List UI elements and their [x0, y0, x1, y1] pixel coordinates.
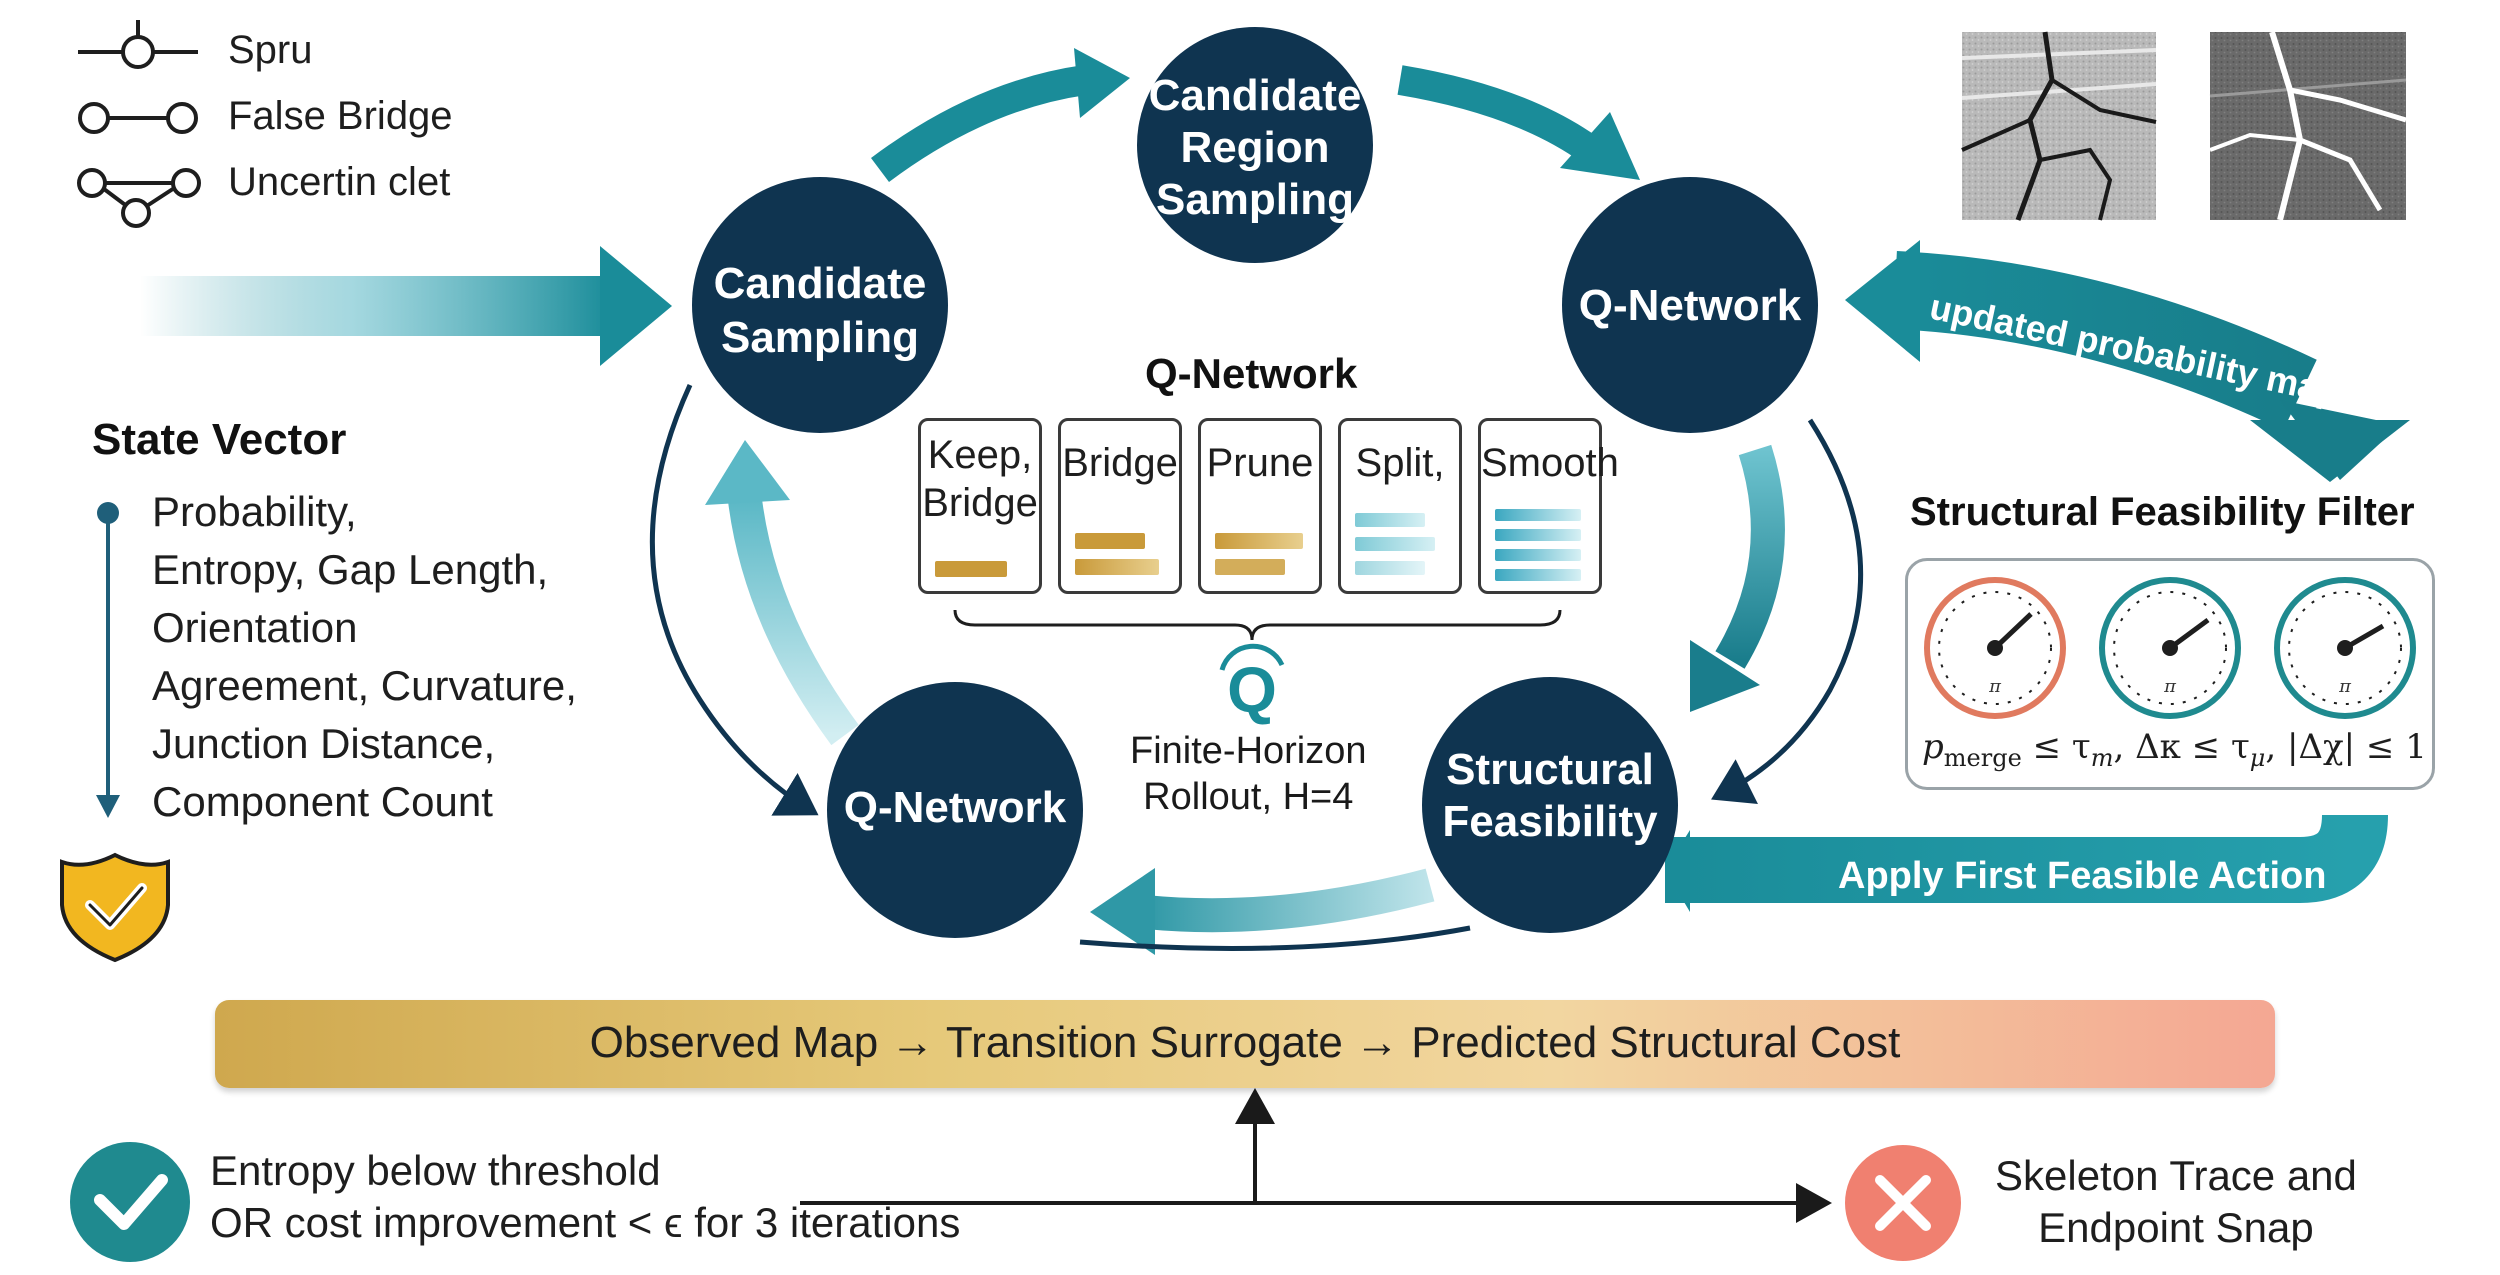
cross-circle-icon [1845, 1145, 1961, 1261]
action-card-label: Keep, Bridge [922, 433, 1038, 525]
road-photo-segmented [2209, 31, 2407, 221]
surrogate-banner-text: Observed Map → Transition Surrogate → Pr… [589, 1018, 1901, 1067]
check-circle-icon [70, 1142, 190, 1262]
state-vector-item: Junction Distance, [152, 720, 496, 767]
legend-label-uncertain-cluster: Uncertin clet [228, 160, 451, 204]
feedback-arrow [1845, 240, 2410, 482]
state-vector-item: Agreement, Curvature, [152, 662, 577, 709]
q-value-bar [1355, 561, 1425, 575]
q-value-bar [1495, 509, 1581, 521]
state-vector-item: Orientation [152, 604, 358, 651]
action-card-bridge: Bridge [1058, 418, 1182, 594]
node-candidate-sampling: Candidate Sampling [692, 177, 948, 433]
shield-check-icon [60, 852, 170, 963]
uncertain-cluster-glyph-icon [77, 168, 201, 228]
svg-text:π: π [2338, 676, 2352, 697]
state-vector-item: Component Count [152, 778, 493, 825]
loop-arrow-right-down [1690, 444, 1785, 712]
q-symbol: Q [1227, 654, 1277, 726]
svg-text:Structural: Structural [1446, 745, 1654, 794]
spur-glyph-icon [78, 20, 198, 69]
apply-action-label: Apply First Feasible Action [1838, 855, 2326, 897]
loop-arc-left [649, 383, 819, 816]
state-vector-title: State Vector [92, 415, 347, 464]
svg-text:Q-Network: Q-Network [1579, 281, 1802, 330]
q-refresh-icon [1219, 643, 1285, 671]
connector-lines [800, 1088, 1832, 1223]
action-card-smooth: Smooth [1478, 418, 1619, 594]
action-card-label: Prune [1206, 441, 1314, 485]
action-card-keep-bridge: Keep, Bridge [918, 418, 1042, 594]
svg-text:Feasibility: Feasibility [1442, 797, 1658, 846]
action-card-label: Bridge [1062, 441, 1178, 485]
action-card-label: Smooth [1481, 441, 1619, 485]
loop-arc-right [1711, 418, 1864, 804]
q-value-bar [1215, 559, 1285, 575]
input-arrow [140, 246, 672, 366]
node-structural-feasibility: Structural Feasibility [1422, 677, 1678, 933]
q-value-bar [1075, 559, 1159, 575]
q-value-bar [935, 561, 1007, 577]
loop-arrow-top-left [871, 48, 1130, 183]
svg-text:π: π [2163, 676, 2177, 697]
q-value-bar [1355, 513, 1425, 527]
loop-arrow-bottom [1090, 868, 1435, 955]
loop-arc-bottom [1079, 925, 1471, 951]
state-vector-list: Probability, Entropy, Gap Length, Orient… [152, 483, 577, 831]
q-value-bar [1495, 549, 1581, 561]
state-vector-item: Entropy, Gap Length, [152, 546, 549, 593]
apply-action-arrow [1665, 813, 2388, 912]
filter-formula: pmerge ≤ τm, Δκ ≤ τμ, |Δχ| ≤ 1 [1922, 727, 2427, 772]
state-vector-arrow [96, 502, 120, 818]
stop-condition: Entropy below threshold OR cost improvem… [210, 1147, 961, 1246]
q-value-bar [1355, 537, 1435, 551]
node-q-network-right: Q-Network [1562, 177, 1818, 433]
node-q-network-left: Q-Network [827, 682, 1083, 938]
action-card-label: Split, [1355, 441, 1445, 485]
filter-title: Structural Feasibility Filter [1910, 490, 2415, 534]
svg-text:Sampling: Sampling [721, 313, 919, 362]
svg-text:Q-Network: Q-Network [844, 783, 1067, 832]
q-value-bar [1495, 569, 1581, 581]
loop-arrow-left-up [705, 440, 859, 746]
false-bridge-glyph-icon [78, 102, 198, 134]
q-value-bar [1075, 533, 1145, 549]
legend-label-spur: Spru [228, 28, 313, 72]
action-card-split: Split, [1338, 418, 1462, 594]
action-bracket [953, 609, 1562, 641]
action-card-prune: Prune [1198, 418, 1322, 594]
svg-text:Region: Region [1180, 123, 1329, 172]
output-step: Skeleton Trace and Endpoint Snap [1995, 1152, 2357, 1251]
gauges: π π π [1924, 577, 2416, 719]
gauge-icon: π [2274, 577, 2416, 719]
svg-text:Candidate: Candidate [714, 259, 927, 308]
gauge-icon: π [1924, 577, 2066, 719]
q-network-center-title: Q-Network [1145, 350, 1358, 397]
q-value-bar [1495, 529, 1581, 541]
svg-text:Candidate: Candidate [1149, 71, 1362, 120]
svg-text:π: π [1988, 676, 2002, 697]
road-photo-raw [1961, 31, 2157, 221]
node-candidate-region-sampling: Candidate Region Sampling [1137, 27, 1373, 263]
gauge-icon: π [2099, 577, 2241, 719]
surrogate-banner: Observed Map → Transition Surrogate → Pr… [215, 1000, 2275, 1088]
q-value-bar [1215, 533, 1303, 549]
rollout-label: Finite-Horizon Rollout, H=4 [1130, 730, 1367, 818]
svg-text:Sampling: Sampling [1156, 175, 1354, 224]
loop-arrow-top-right [1397, 65, 1640, 180]
feasibility-filter-panel: π π π pmerge ≤ τm, Δκ ≤ τμ, |Δχ| ≤ 1 [1905, 558, 2435, 790]
state-vector-item: Probability, [152, 488, 357, 535]
legend-label-false-bridge: False Bridge [228, 94, 453, 138]
